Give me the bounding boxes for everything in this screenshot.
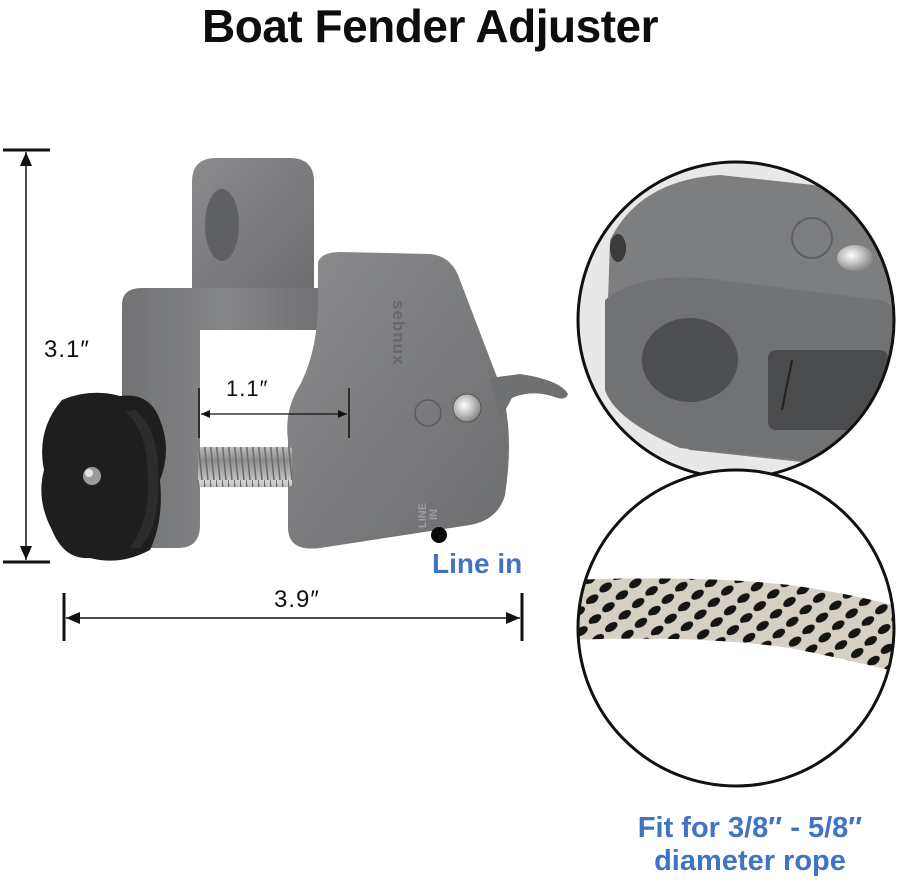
rope-fit-line1: Fit for 3/8″ - 5/8″ [637,812,863,844]
fender-adjuster-product [41,158,568,561]
gap-label: 1.1″ [226,376,269,401]
line-in-callout: Line in [432,548,523,579]
width-label: 3.9″ [274,586,320,613]
brand-emboss: sebnux [389,300,408,366]
height-label: 3.1″ [44,336,90,363]
line-in-hole-closeup [576,160,896,480]
embossed-line-label: LINE IN [417,503,440,528]
embossed-in-text: IN [428,509,440,520]
rope-fit-callout: Fit for 3/8″ - 5/8″ diameter rope [600,812,900,878]
width-dimension [62,593,524,641]
rope-fit-line2: diameter rope [654,845,846,877]
rope-closeup [576,468,896,788]
page-title: Boat Fender Adjuster [201,0,659,52]
height-dimension [3,148,50,564]
gap-dimension [198,388,350,438]
